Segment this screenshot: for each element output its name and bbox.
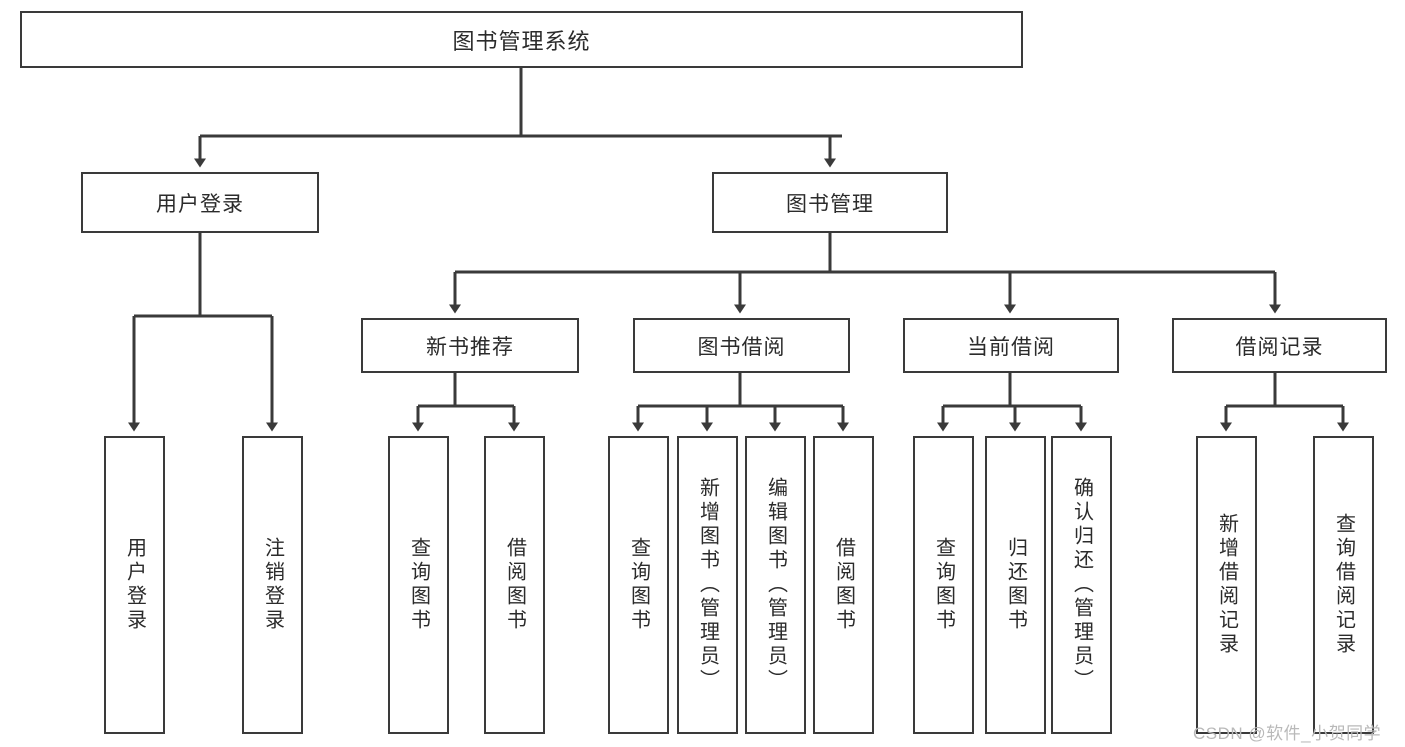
node-book-manage[interactable]: 图书管理 <box>712 172 948 233</box>
node-current-borrow-label: 当前借阅 <box>967 335 1055 359</box>
node-leaf-user-login-label: 用户登录 <box>123 537 146 633</box>
node-leaf-query-book-1-label: 查询图书 <box>407 537 430 633</box>
watermark-text: CSDN @软件_小贺同学 <box>1193 724 1382 743</box>
node-root[interactable]: 图书管理系统 <box>20 11 1023 68</box>
node-leaf-edit-book[interactable]: 编辑图书（管理员） <box>745 436 806 734</box>
node-leaf-return-book[interactable]: 归还图书 <box>985 436 1046 734</box>
node-leaf-edit-book-label: 编辑图书（管理员） <box>764 477 787 693</box>
node-leaf-query-book-1[interactable]: 查询图书 <box>388 436 449 734</box>
node-leaf-borrow-book-1-label: 借阅图书 <box>503 537 526 633</box>
node-leaf-return-book-label: 归还图书 <box>1004 537 1027 633</box>
node-leaf-query-record[interactable]: 查询借阅记录 <box>1313 436 1374 734</box>
node-leaf-borrow-book-2-label: 借阅图书 <box>832 537 855 633</box>
node-leaf-add-book-label: 新增图书（管理员） <box>696 477 719 693</box>
node-user-login[interactable]: 用户登录 <box>81 172 319 233</box>
node-book-borrow[interactable]: 图书借阅 <box>633 318 850 373</box>
node-current-borrow[interactable]: 当前借阅 <box>903 318 1119 373</box>
node-leaf-query-book-2[interactable]: 查询图书 <box>608 436 669 734</box>
node-leaf-user-logout[interactable]: 注销登录 <box>242 436 303 734</box>
node-user-login-label: 用户登录 <box>156 192 244 216</box>
node-new-book-rec-label: 新书推荐 <box>426 335 514 359</box>
node-borrow-record-label: 借阅记录 <box>1235 335 1324 359</box>
node-leaf-user-login[interactable]: 用户登录 <box>104 436 165 734</box>
node-leaf-user-logout-label: 注销登录 <box>261 537 284 633</box>
node-leaf-confirm-return-label: 确认归还（管理员） <box>1070 477 1093 693</box>
node-leaf-query-record-label: 查询借阅记录 <box>1332 513 1355 657</box>
node-leaf-query-book-3-label: 查询图书 <box>932 537 955 633</box>
node-leaf-add-record-label: 新增借阅记录 <box>1215 513 1238 657</box>
node-leaf-borrow-book-1[interactable]: 借阅图书 <box>484 436 545 734</box>
node-leaf-add-book[interactable]: 新增图书（管理员） <box>677 436 738 734</box>
node-leaf-add-record[interactable]: 新增借阅记录 <box>1196 436 1257 734</box>
node-borrow-record[interactable]: 借阅记录 <box>1172 318 1387 373</box>
node-leaf-borrow-book-2[interactable]: 借阅图书 <box>813 436 874 734</box>
node-leaf-query-book-3[interactable]: 查询图书 <box>913 436 974 734</box>
node-book-manage-label: 图书管理 <box>786 192 874 216</box>
node-leaf-query-book-2-label: 查询图书 <box>627 537 650 633</box>
node-book-borrow-label: 图书借阅 <box>697 335 786 359</box>
node-leaf-confirm-return[interactable]: 确认归还（管理员） <box>1051 436 1112 734</box>
node-root-label: 图书管理系统 <box>452 28 591 54</box>
node-new-book-rec[interactable]: 新书推荐 <box>361 318 579 373</box>
